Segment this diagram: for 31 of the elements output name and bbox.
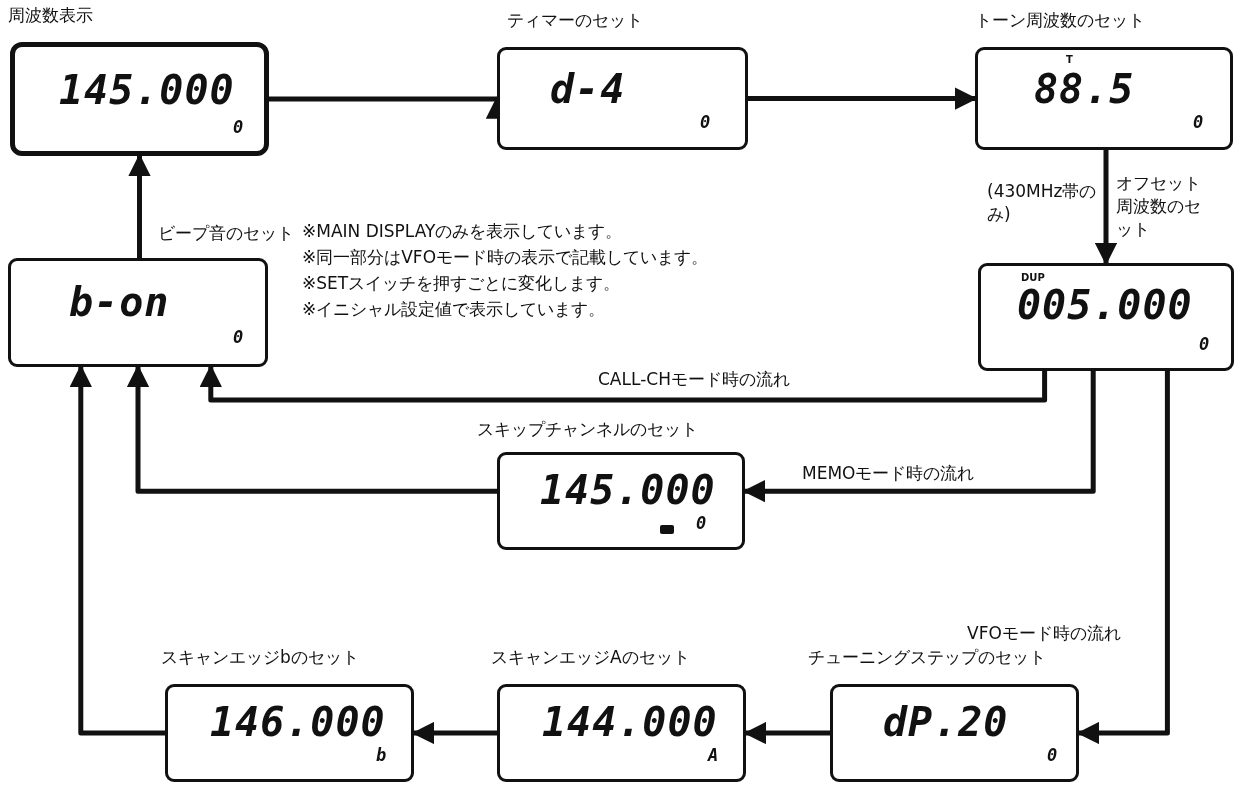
edge-label: VFOモード時の流れ: [965, 622, 1123, 645]
display-caption: チューニングステップのセット: [808, 646, 1046, 669]
lcd-indicator: 0: [233, 327, 244, 347]
display-caption: ビープ音のセット: [158, 222, 294, 245]
display-caption: スキャンエッジbのセット: [161, 646, 359, 669]
lcd-indicator: 0: [700, 112, 711, 132]
lcd-readout: 88.5: [1034, 66, 1135, 112]
lcd-readout: d-4: [550, 66, 626, 112]
edge-label: CALL-CHモード時の流れ: [596, 368, 792, 391]
lcd-readout: b-on: [69, 279, 170, 325]
lcd-indicator: 0: [1199, 334, 1210, 354]
display-caption: トーン周波数のセット: [975, 9, 1145, 32]
display-caption: スキップチャンネルのセット: [477, 418, 698, 441]
lcd-readout: 146.000: [210, 699, 386, 745]
lcd-indicator: 0: [233, 117, 244, 137]
lcd-indicator: 0: [696, 513, 707, 533]
display-caption: ティマーのセット: [507, 9, 643, 32]
edge-label: MEMOモード時の流れ: [800, 462, 977, 485]
display-caption: スキャンエッジAのセット: [491, 646, 690, 669]
lcd-indicator: 0: [1193, 112, 1204, 132]
lcd-indicator: A: [708, 745, 719, 765]
lcd-indicator: b: [376, 745, 387, 765]
lcd-indicator: DUP: [1021, 272, 1045, 283]
lcd-readout: 005.000: [1017, 282, 1193, 328]
lcd-readout: 144.000: [542, 699, 718, 745]
lcd-indicator: T: [1066, 54, 1073, 65]
lcd-readout: 145.000: [540, 467, 716, 513]
display-caption: 周波数表示: [8, 4, 93, 27]
lcd-indicator: 0: [1047, 745, 1058, 765]
lcd-readout: dP.20: [883, 699, 1009, 745]
lcd-readout: 145.000: [59, 67, 235, 113]
